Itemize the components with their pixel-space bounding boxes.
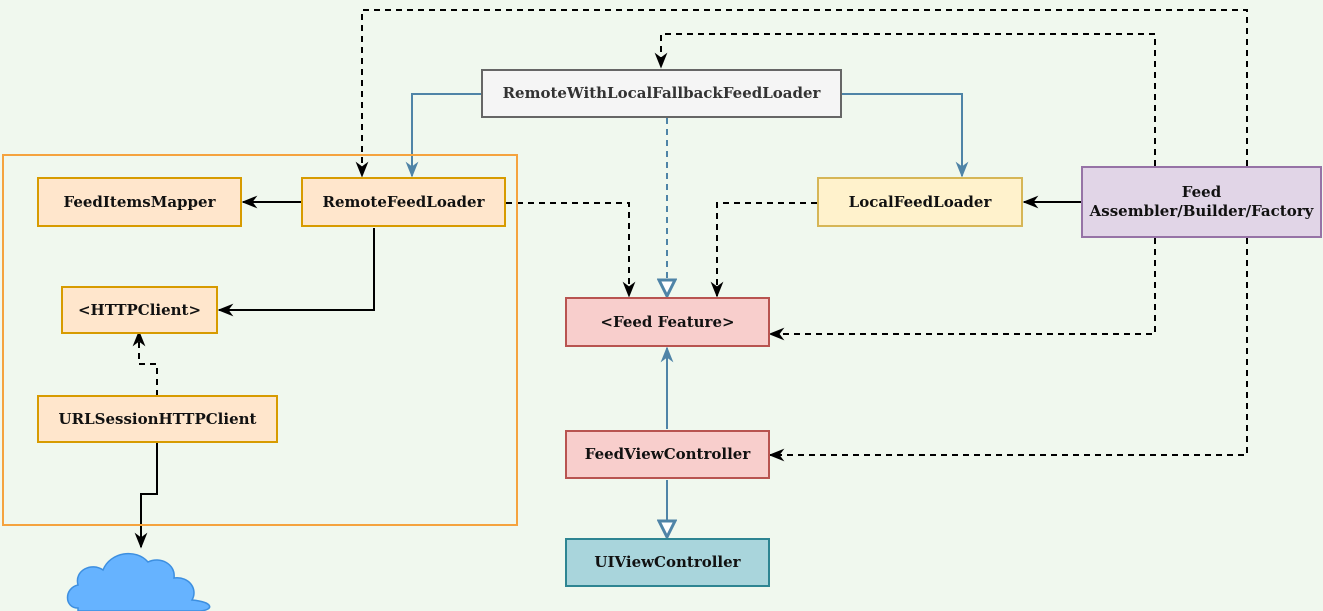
cloud-icon [66, 552, 211, 611]
dashed-dependency-lines [132, 9, 1248, 462]
feed-items-mapper-node[interactable]: FeedItemsMapper [37, 177, 242, 227]
http-client-label: <HTTPClient> [77, 300, 202, 319]
feed-feature-label: <Feed Feature> [600, 312, 735, 331]
fallback-to-remote-loader-line [405, 93, 481, 178]
remote-loader-to-feature-line [506, 202, 636, 298]
feed-items-mapper-label: FeedItemsMapper [63, 192, 216, 211]
feed-feature-node[interactable]: <Feed Feature> [565, 297, 770, 347]
remote-feed-loader-label: RemoteFeedLoader [322, 192, 485, 211]
assembler-to-view-controller-line [768, 238, 1248, 462]
url-session-to-http-client-line [132, 330, 158, 396]
http-client-node[interactable]: <HTTPClient> [61, 286, 218, 334]
assembler-to-feature-line [768, 238, 1156, 341]
assembler-to-remote-loader-line [355, 9, 1248, 178]
url-session-to-cloud-line [134, 443, 158, 549]
feed-assembler-label-line2: Assembler/Builder/Factory [1089, 202, 1314, 220]
feed-view-controller-label: FeedViewController [584, 445, 751, 464]
solid-black-lines [134, 195, 1081, 549]
remote-with-fallback-loader-node[interactable]: RemoteWithLocalFallbackFeedLoader [481, 69, 842, 118]
feed-view-controller-node[interactable]: FeedViewController [565, 430, 770, 479]
remote-loader-to-http-client-line [217, 228, 375, 317]
fallback-to-local-loader-line [842, 93, 969, 178]
blue-lines [405, 93, 969, 537]
remote-with-fallback-loader-label: RemoteWithLocalFallbackFeedLoader [502, 84, 821, 103]
local-feed-loader-node[interactable]: LocalFeedLoader [817, 177, 1023, 227]
local-loader-to-feature-line [710, 202, 817, 298]
ui-view-controller-label: UIViewController [594, 553, 741, 572]
remote-feed-loader-node[interactable]: RemoteFeedLoader [301, 177, 506, 227]
ui-view-controller-node[interactable]: UIViewController [565, 538, 770, 587]
feed-assembler-label-line1: Feed [1181, 183, 1222, 202]
url-session-http-client-label: URLSessionHTTPClient [58, 409, 257, 428]
feed-assembler-node[interactable]: Feed Assembler/Builder/Factory [1081, 166, 1322, 238]
remote-module-boundary [2, 154, 518, 526]
assembler-to-fallback-loader-line [654, 33, 1156, 166]
url-session-http-client-node[interactable]: URLSessionHTTPClient [37, 395, 278, 443]
local-feed-loader-label: LocalFeedLoader [848, 192, 992, 211]
